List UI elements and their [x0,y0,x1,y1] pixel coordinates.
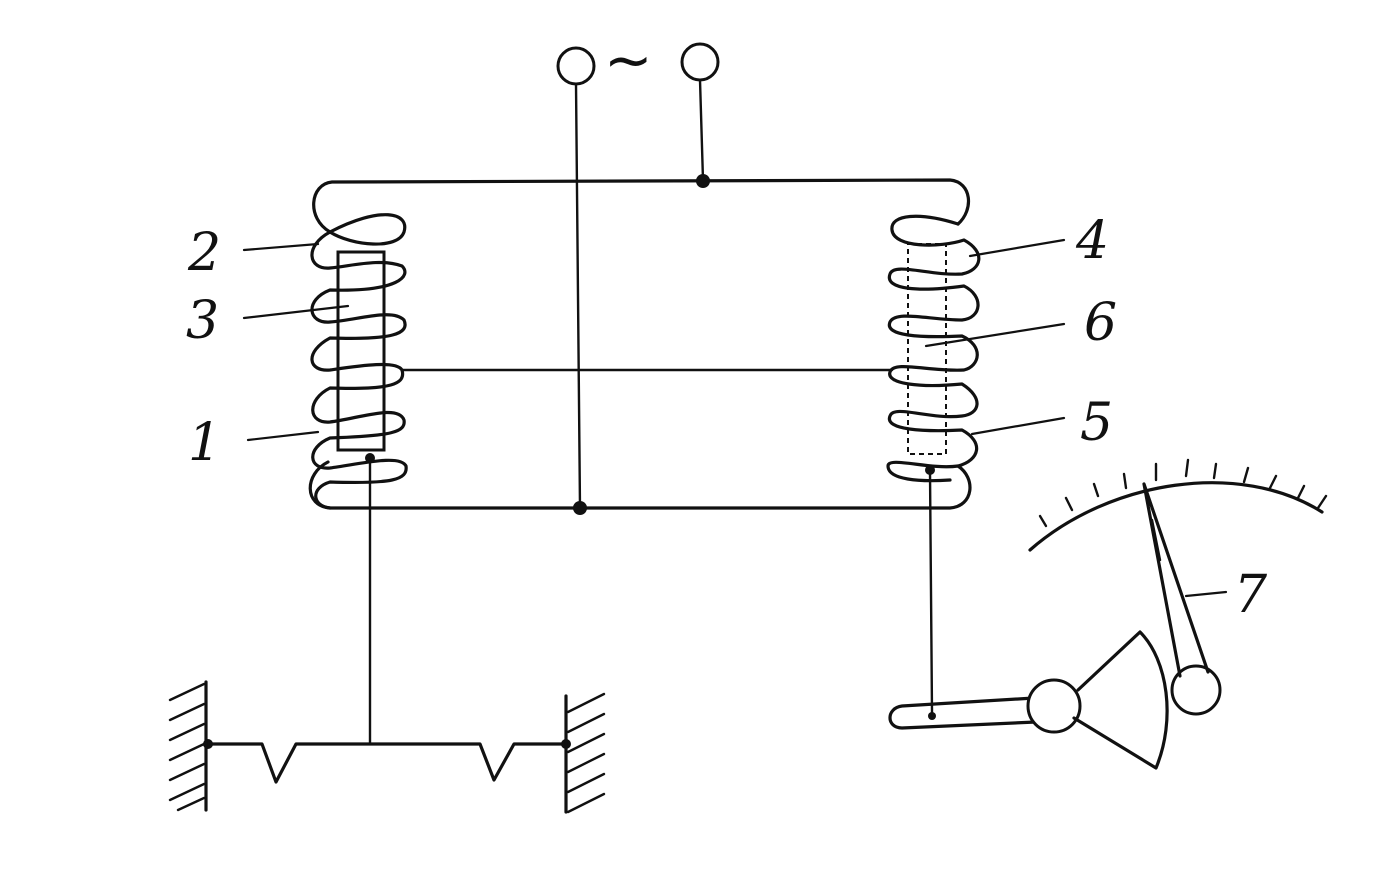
top-bus-wire [312,178,971,234]
left-supply-lead [574,82,582,510]
right-core-stem-joint [925,465,935,475]
workpiece-profile [206,742,568,784]
right-coil [886,214,981,483]
workpiece [203,739,571,784]
right-sensor [886,214,981,483]
junction-bottom [573,501,587,515]
leader-4 [968,238,1066,258]
leader-6 [924,322,1066,348]
right-supply-lead [698,78,705,182]
leader-5 [970,416,1066,436]
leader-1 [246,430,320,442]
dial-pointer [1142,482,1210,678]
bottom-bus-wire [308,460,972,510]
label-6: 6 [1084,293,1117,353]
label-1: 1 [188,413,221,473]
junction-top [696,174,710,188]
left-core-stem-joint [365,453,375,463]
left-coil [310,213,408,510]
left-core [336,250,386,452]
ac-source: ~ [556,26,720,94]
dial-scale-arc [1028,481,1324,552]
lever-pivot-hub [1026,678,1082,734]
leader-7 [1184,590,1228,598]
source-terminal-left [556,46,596,86]
right-probe-stem [928,470,934,714]
dial-pointer-highlight [1150,518,1162,562]
toothed-sector [1072,630,1169,770]
lever-arm [888,696,1038,730]
left-sensor [310,213,408,510]
left-fixed-wall [168,680,208,812]
right-core [907,243,947,455]
label-7: 7 [1234,565,1268,625]
label-2: 2 [187,223,221,283]
label-4: 4 [1075,211,1109,271]
dial-tick-marks [1038,458,1328,528]
label-3: 3 [186,291,219,351]
leader-3 [242,304,350,320]
right-fixed-wall [564,692,606,814]
ac-symbol: ~ [604,26,653,94]
pointer-pinion [1170,664,1222,716]
lever-mechanism [888,630,1222,770]
label-5: 5 [1080,393,1113,453]
lever-stem-joint [928,712,936,720]
source-terminal-right [680,42,720,82]
dial-indicator [1028,458,1328,678]
leader-2 [242,242,320,252]
